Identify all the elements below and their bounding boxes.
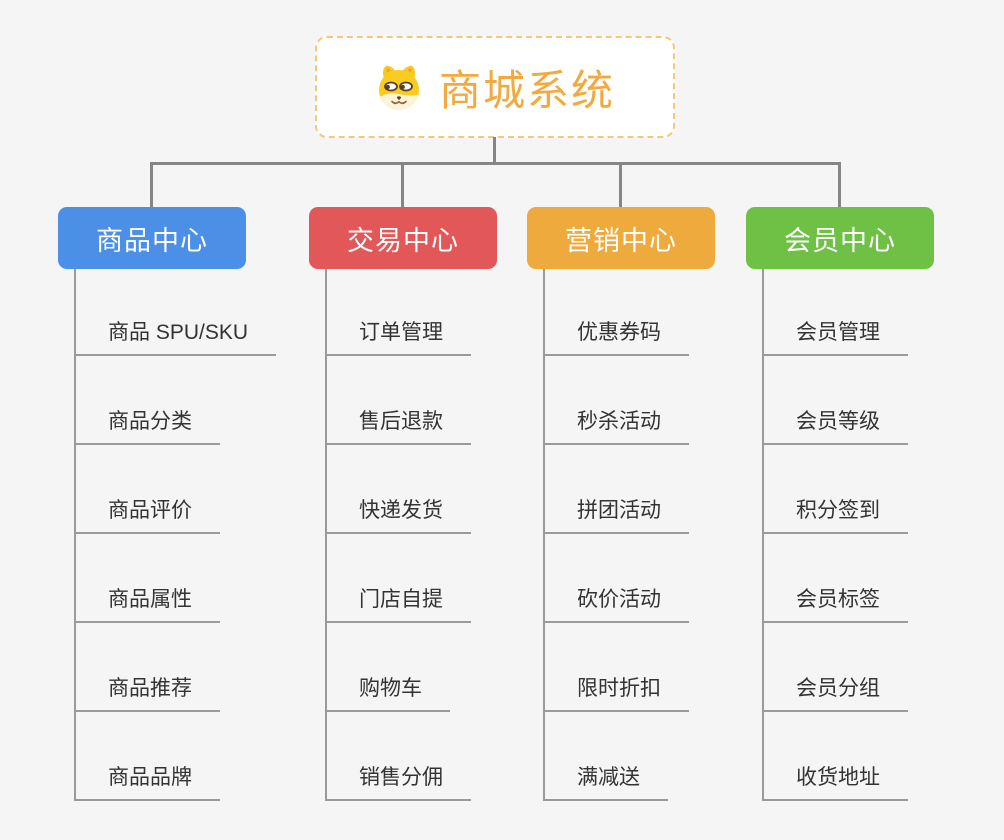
branch-product-center: 商品中心 商品 SPU/SKU 商品分类 商品评价 商品属性 商品推荐 商品品牌 — [58, 207, 277, 807]
branch-label: 营销中心 — [565, 225, 677, 256]
leaf-node[interactable]: 商品推荐 — [74, 674, 220, 712]
branch-marketing-center: 营销中心 优惠券码 秒杀活动 拼团活动 砍价活动 限时折扣 满减送 — [527, 207, 715, 807]
leaf-node[interactable]: 会员标签 — [762, 585, 908, 623]
leaf-node[interactable]: 商品属性 — [74, 585, 220, 623]
leaf-node[interactable]: 快递发货 — [325, 496, 471, 534]
branch-spine — [762, 269, 764, 801]
root-node[interactable]: 商城系统 — [315, 36, 675, 138]
root-title: 商城系统 — [438, 66, 615, 114]
leaf-node[interactable]: 商品分类 — [74, 407, 220, 445]
leaf-node[interactable]: 积分签到 — [762, 496, 908, 534]
connector-drop-trade — [401, 163, 404, 208]
leaf-node[interactable]: 优惠券码 — [543, 318, 689, 356]
connector-drop-product — [150, 163, 153, 208]
leaf-node[interactable]: 会员管理 — [762, 318, 908, 356]
leaf-node[interactable]: 购物车 — [325, 674, 450, 712]
branch-spine — [543, 269, 545, 801]
branch-member-center: 会员中心 会员管理 会员等级 积分签到 会员标签 会员分组 收货地址 — [746, 207, 934, 807]
leaf-node[interactable]: 商品评价 — [74, 496, 220, 534]
leaf-node[interactable]: 销售分佣 — [325, 763, 471, 801]
leaf-node[interactable]: 订单管理 — [325, 318, 471, 356]
branch-node-product-center[interactable]: 商品中心 — [58, 207, 246, 269]
leaf-node[interactable]: 售后退款 — [325, 407, 471, 445]
shiba-dog-icon — [378, 65, 419, 110]
connector-bus — [150, 162, 841, 165]
connector-drop-marketing — [619, 163, 622, 208]
leaf-node[interactable]: 砍价活动 — [543, 585, 689, 623]
branch-node-marketing-center[interactable]: 营销中心 — [527, 207, 715, 269]
branch-label: 商品中心 — [96, 225, 208, 256]
connector-root-stub — [493, 137, 496, 164]
leaf-node[interactable]: 商品品牌 — [74, 763, 220, 801]
leaf-node[interactable]: 收货地址 — [762, 763, 908, 801]
leaf-node[interactable]: 商品 SPU/SKU — [74, 318, 277, 356]
branch-trade-center: 交易中心 订单管理 售后退款 快递发货 门店自提 购物车 销售分佣 — [309, 207, 497, 807]
branch-node-member-center[interactable]: 会员中心 — [746, 207, 934, 269]
branch-spine — [74, 269, 76, 801]
branch-label: 交易中心 — [347, 225, 459, 256]
leaf-node[interactable]: 会员分组 — [762, 674, 908, 712]
branch-node-trade-center[interactable]: 交易中心 — [309, 207, 497, 269]
leaf-node[interactable]: 满减送 — [543, 763, 668, 801]
leaf-node[interactable]: 门店自提 — [325, 585, 471, 623]
leaf-node[interactable]: 限时折扣 — [543, 674, 689, 712]
connector-drop-member — [838, 163, 841, 208]
leaf-node[interactable]: 秒杀活动 — [543, 407, 689, 445]
branch-label: 会员中心 — [784, 225, 896, 256]
leaf-node[interactable]: 会员等级 — [762, 407, 908, 445]
leaf-node[interactable]: 拼团活动 — [543, 496, 689, 534]
branch-spine — [325, 269, 327, 801]
